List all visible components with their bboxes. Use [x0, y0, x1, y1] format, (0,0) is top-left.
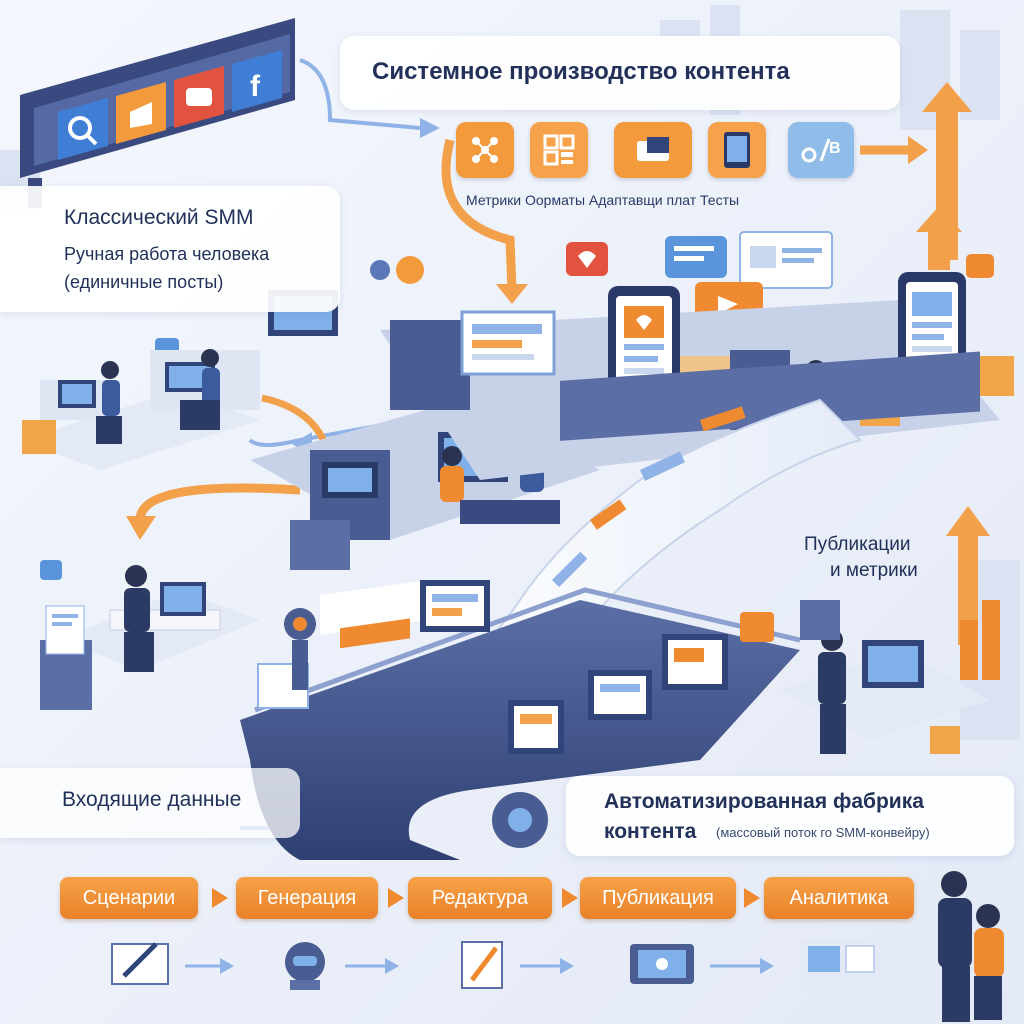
manual-worker — [40, 565, 260, 710]
step-arrow-icon — [388, 888, 404, 908]
step-label: Генерация — [257, 886, 357, 909]
classic-smm-heading: Классический SMM — [64, 206, 254, 229]
feature-labels: Метрики Оорматы Адаптавщи плат Тесты — [466, 192, 740, 208]
chat-window-icon — [637, 137, 669, 161]
tablet-icon — [724, 132, 750, 168]
step-label: Редактура — [431, 886, 529, 909]
feature-tile-platforms — [708, 122, 766, 178]
svg-text:f: f — [250, 70, 261, 103]
step-label: Аналитика — [789, 886, 889, 909]
page-title: Системное производство контента — [372, 58, 790, 85]
chat-icon — [174, 66, 224, 128]
pen-editor-icon — [111, 942, 169, 985]
step-editing: Редактура — [408, 877, 552, 919]
facebook-icon: f — [232, 50, 282, 112]
feature-tile-formats — [530, 122, 588, 178]
factory-line2: контента — [604, 820, 697, 843]
step-scenarios: Сценарии — [60, 877, 198, 919]
svg-text:B: B — [829, 140, 841, 157]
step-arrow-icon — [212, 888, 228, 908]
network-icon — [472, 137, 498, 163]
main-conveyor — [240, 579, 801, 860]
step-analytics: Аналитика — [764, 877, 914, 919]
feature-tile-tests: B — [788, 122, 854, 178]
incoming-card — [0, 768, 300, 838]
classic-smm-card — [0, 186, 340, 312]
publications-line2: и метрики — [830, 560, 918, 581]
robot-icon — [285, 942, 325, 990]
feature-tile-metrics — [456, 122, 514, 178]
factory-note: (массовый поток го SMM-конвейру) — [716, 825, 930, 840]
step-label: Публикация — [602, 886, 714, 909]
step-arrow-icon — [562, 888, 578, 908]
analytics-dashboard-icon — [800, 940, 880, 990]
factory-heading: Автоматизированная фабрика — [604, 790, 924, 813]
publish-screen-icon — [630, 944, 694, 984]
feature-tile-adaptation — [614, 122, 692, 178]
social-billboard: f — [20, 18, 295, 208]
step-arrow-icon — [744, 888, 760, 908]
search-icon — [58, 98, 108, 160]
step-generation: Генерация — [236, 877, 378, 919]
edit-document-icon — [461, 941, 503, 989]
incoming-data-label: Входящие данные — [62, 788, 242, 811]
step-label: Сценарии — [82, 886, 176, 909]
megaphone-icon — [116, 82, 166, 144]
factory-card — [566, 776, 1014, 856]
grid-layout-icon — [543, 134, 575, 166]
step-publication: Публикация — [580, 877, 736, 919]
publications-line1: Публикации — [804, 534, 911, 555]
analyst-workstation — [780, 600, 990, 754]
title-card — [340, 36, 900, 110]
classic-smm-line2: (единичные посты) — [64, 272, 224, 292]
team-figures — [938, 871, 1004, 1022]
ab-test-icon: B — [801, 138, 841, 163]
pipeline-icons — [111, 940, 880, 990]
classic-smm-line1: Ручная работа человека — [64, 244, 270, 264]
